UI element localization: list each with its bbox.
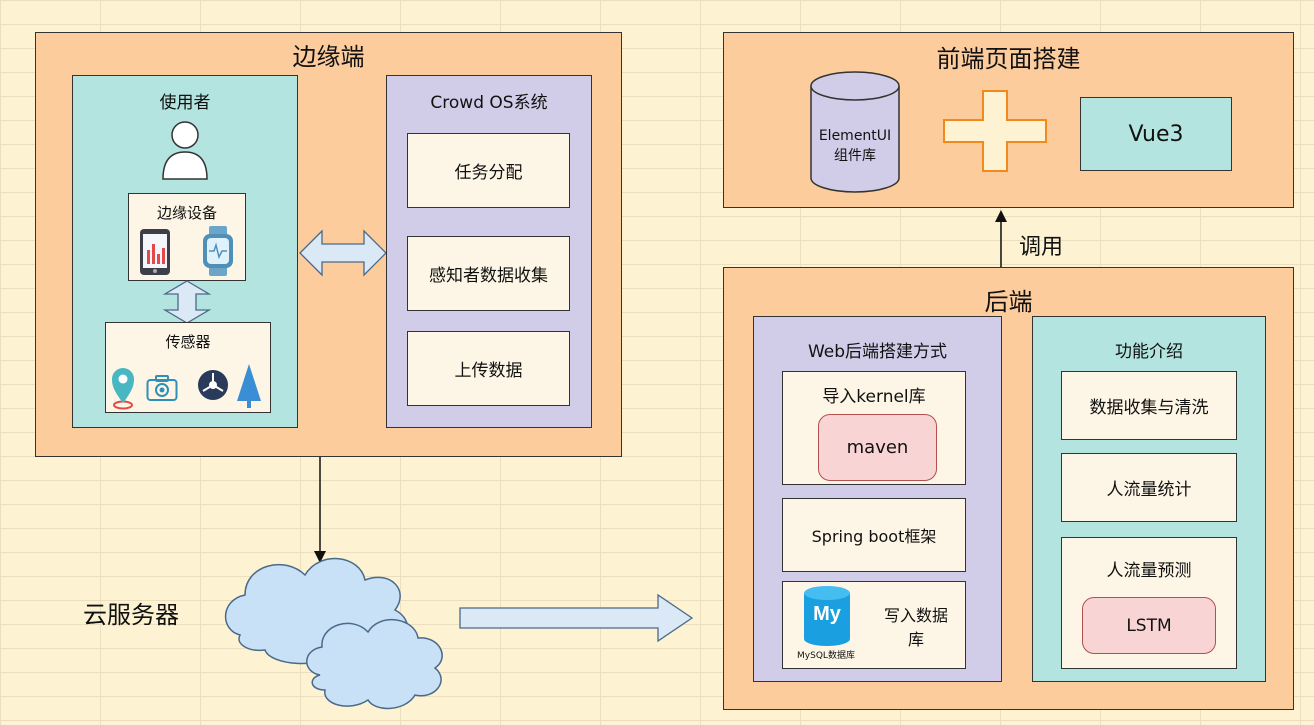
edge-title: 边缘端 xyxy=(292,43,365,71)
user-crowdos-double-arrow xyxy=(299,229,387,277)
sensor-node-icon xyxy=(198,370,228,400)
mysql-logo-text: My xyxy=(813,603,841,625)
feature-data-cleaning: 数据收集与清洗 xyxy=(1061,371,1237,440)
user-icon xyxy=(162,121,208,180)
spring-boot-box: Spring boot框架 xyxy=(782,498,966,572)
mysql-logo-icon xyxy=(804,586,850,646)
smartwatch-icon xyxy=(203,226,233,276)
elementui-label: ElementUI 组件库 xyxy=(809,126,901,166)
import-kernel-title: 导入kernel库 xyxy=(822,387,926,407)
web-backend-title: Web后端搭建方式 xyxy=(807,342,948,362)
crowdos-item-data-collection: 感知者数据收集 xyxy=(407,236,570,311)
vue3-box: Vue3 xyxy=(1080,97,1232,171)
elementui-label-line2: 组件库 xyxy=(834,148,876,164)
plus-icon xyxy=(943,90,1047,172)
cloud-to-backend-arrow xyxy=(459,593,694,643)
feature-crowd-statistics: 人流量统计 xyxy=(1061,453,1237,522)
call-label: 调用 xyxy=(1019,235,1064,260)
call-arrow xyxy=(995,210,1007,268)
write-database-label: 写入数据 库 xyxy=(868,604,964,652)
device-sensor-double-arrow xyxy=(162,280,212,324)
tree-sensor-icon xyxy=(237,364,261,408)
maven-box: maven xyxy=(818,414,937,481)
backend-title: 后端 xyxy=(984,288,1033,316)
crowdos-title: Crowd OS系统 xyxy=(430,93,548,113)
frontend-title: 前端页面搭建 xyxy=(936,45,1081,73)
elementui-database-icon xyxy=(810,71,900,193)
location-pin-icon xyxy=(112,368,134,410)
elementui-label-line1: ElementUI xyxy=(818,128,892,144)
feature-crowd-prediction-title: 人流量预测 xyxy=(1106,561,1192,581)
write-database-line2: 库 xyxy=(907,630,924,649)
cloud-server-icon xyxy=(224,558,443,710)
cloud-server-label: 云服务器 xyxy=(83,601,179,629)
lstm-box: LSTM xyxy=(1082,597,1216,654)
camera-icon xyxy=(146,375,178,401)
crowdos-item-task-allocation: 任务分配 xyxy=(407,133,570,208)
write-database-line1: 写入数据 xyxy=(883,606,948,625)
edge-device-title: 边缘设备 xyxy=(156,204,217,222)
features-title: 功能介绍 xyxy=(1115,342,1183,362)
user-panel-title: 使用者 xyxy=(159,93,211,113)
edge-to-cloud-arrow xyxy=(314,457,326,563)
sensor-title: 传感器 xyxy=(165,333,211,351)
tablet-icon xyxy=(140,229,170,275)
mysql-caption: MySQL数据库 xyxy=(797,651,855,661)
crowdos-item-upload-data: 上传数据 xyxy=(407,331,570,406)
